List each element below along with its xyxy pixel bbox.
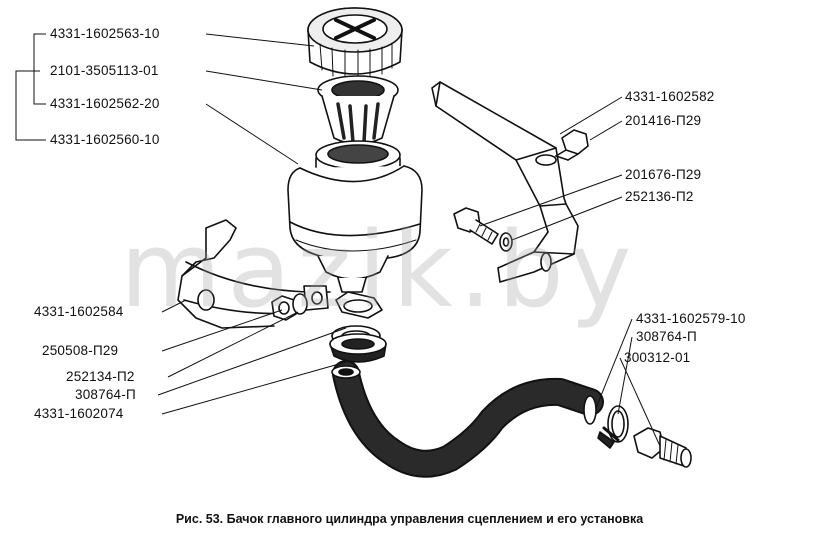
hose-clamp bbox=[597, 405, 629, 449]
part-label-4331-1602582: 4331-1602582 bbox=[625, 89, 715, 104]
part-label-2101-3505113-01: 2101-3505113-01 bbox=[50, 63, 159, 78]
right-bracket bbox=[431, 81, 579, 283]
figure-caption: Рис. 53. Бачок главного цилиндра управле… bbox=[175, 512, 644, 526]
part-label-201416-p29: 201416-П29 bbox=[625, 113, 702, 128]
part-label-252134-p2: 252134-П2 bbox=[66, 369, 135, 384]
part-label-308764-p-left: 308764-П bbox=[75, 387, 136, 402]
part-label-4331-1602074: 4331-1602074 bbox=[34, 406, 124, 421]
part-label-4331-1602560-10: 4331-1602560-10 bbox=[50, 132, 160, 147]
part-label-308764-p-right: 308764-П bbox=[636, 329, 697, 344]
hose bbox=[331, 360, 604, 478]
filter-screen bbox=[317, 75, 399, 145]
part-label-4331-1602579-10: 4331-1602579-10 bbox=[636, 311, 746, 326]
part-label-250508-p29: 250508-П29 bbox=[42, 343, 119, 358]
part-label-4331-1602563-10: 4331-1602563-10 bbox=[50, 26, 160, 41]
part-label-4331-1602562-20: 4331-1602562-20 bbox=[50, 96, 160, 111]
reservoir-body bbox=[287, 140, 423, 293]
part-label-300312-01: 300312-01 bbox=[624, 350, 691, 365]
outlet-fitting bbox=[329, 291, 387, 363]
union-fitting bbox=[633, 427, 692, 468]
part-label-4331-1602584: 4331-1602584 bbox=[34, 304, 124, 319]
leader-lines bbox=[15, 33, 661, 447]
part-label-201676-p29: 201676-П29 bbox=[625, 167, 702, 182]
bolt-upper bbox=[555, 129, 589, 161]
part-label-252136-p2: 252136-П2 bbox=[625, 189, 694, 204]
bolt-middle bbox=[453, 207, 513, 252]
reservoir-cap bbox=[307, 7, 403, 79]
bracket-nut bbox=[271, 293, 308, 321]
